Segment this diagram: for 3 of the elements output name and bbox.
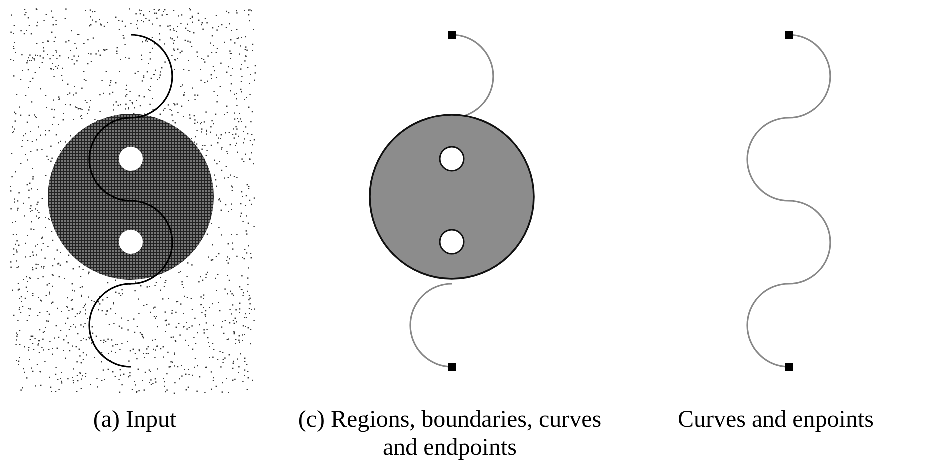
panel-caption: (c) Regions, boundaries, curves and endpoints bbox=[297, 406, 603, 462]
panel-caption: Curves and enpoints bbox=[677, 406, 875, 434]
panel-caption: (a) Input bbox=[92, 406, 178, 434]
